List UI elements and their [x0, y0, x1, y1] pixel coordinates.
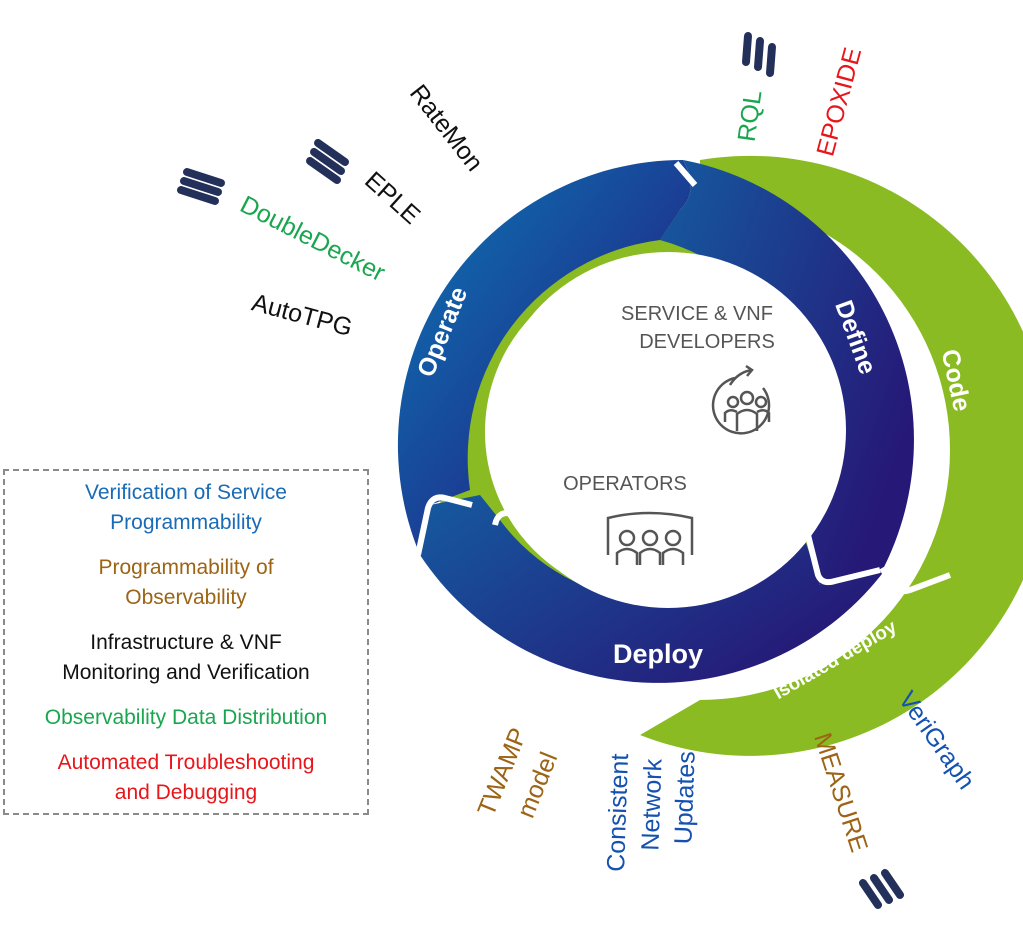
- legend-line: and Debugging: [114, 781, 258, 804]
- legend-line: Verification of Service: [85, 481, 287, 504]
- legend-line: Infrastructure & VNF: [90, 631, 282, 654]
- operators-label: OPERATORS: [563, 473, 687, 495]
- legend-programmability: Programmability of Observability: [5, 553, 367, 613]
- operate-segment: [397, 159, 691, 555]
- tool-doubledecker: DoubleDecker: [236, 190, 390, 287]
- tool-consistent: Consistent: [602, 753, 634, 872]
- tool-ratemon: RateMon: [404, 79, 489, 176]
- stage-deploy: Deploy: [613, 639, 703, 669]
- tool-autotpg: AutoTPG: [249, 288, 356, 342]
- vendor-mark-icon: [306, 139, 349, 184]
- legend-distribution: Observability Data Distribution: [5, 703, 367, 733]
- legend-troubleshooting: Automated Troubleshooting and Debugging: [5, 748, 367, 808]
- tool-eple: EPLE: [359, 166, 425, 230]
- legend-line: Programmability: [110, 511, 262, 534]
- tool-updates: Updates: [669, 751, 700, 845]
- vendor-mark-icon: [742, 32, 776, 77]
- center-disc: [490, 252, 846, 608]
- legend-infrastructure: Infrastructure & VNF Monitoring and Veri…: [5, 628, 367, 688]
- separator: [673, 161, 698, 187]
- legend: Verification of Service Programmability …: [3, 469, 369, 815]
- operators-team-icon: [606, 511, 694, 565]
- developers-cycle-icon: [711, 364, 771, 435]
- developers-label-line1: SERVICE & VNF: [621, 303, 773, 325]
- legend-line: Automated Troubleshooting: [57, 751, 315, 774]
- legend-line: Observability: [125, 586, 247, 609]
- tool-epoxide: EPOXIDE: [811, 45, 867, 160]
- legend-line: Observability Data Distribution: [44, 706, 328, 729]
- separator: [805, 534, 881, 586]
- separator: [879, 566, 952, 595]
- developers-label-line2: DEVELOPERS: [639, 331, 775, 353]
- vendor-mark-icon: [859, 869, 904, 909]
- legend-verification: Verification of Service Programmability: [5, 478, 367, 538]
- tool-network: Network: [636, 758, 667, 851]
- tool-rql: RQL: [733, 88, 768, 143]
- legend-line: Programmability of: [98, 556, 274, 579]
- deploy-segment: [420, 495, 885, 683]
- tool-measure: MEASURE: [808, 729, 873, 855]
- vendor-mark-icon: [177, 168, 225, 205]
- green-outer-ring: [640, 155, 1023, 756]
- separator: [415, 494, 473, 556]
- tool-verigraph: VeriGraph: [893, 686, 980, 794]
- legend-line: Monitoring and Verification: [62, 661, 310, 684]
